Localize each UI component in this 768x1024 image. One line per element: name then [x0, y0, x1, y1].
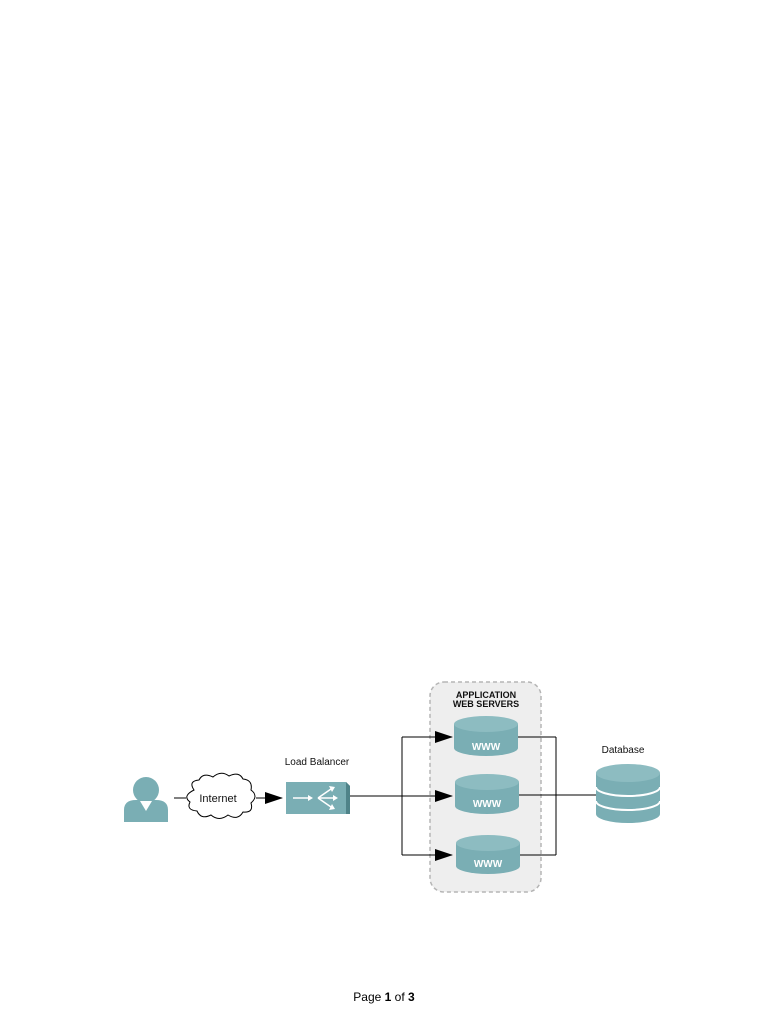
database-label: Database — [602, 745, 645, 756]
web-server-1: WWW — [454, 716, 518, 756]
edges-load-balancer-servers — [350, 731, 453, 861]
web-server-3-label: WWW — [474, 859, 503, 870]
current-page-number: 1 — [384, 990, 392, 1004]
web-server-2: WWW — [455, 774, 519, 814]
load-balancer-icon — [286, 782, 350, 814]
load-balancer-label: Load Balancer — [285, 757, 350, 768]
total-pages-number: 3 — [408, 990, 415, 1004]
cloud-icon: Internet — [186, 772, 256, 819]
user-icon — [124, 777, 168, 822]
web-server-2-label: WWW — [473, 799, 502, 810]
web-servers-group-label-1: APPLICATION — [456, 690, 516, 700]
page-number-footer: Page 1 of 3 — [0, 990, 768, 1004]
database-icon — [595, 764, 661, 823]
edges-servers-database — [518, 736, 596, 856]
web-server-3: WWW — [456, 835, 520, 874]
page-label: Page — [353, 990, 382, 1004]
internet-label: Internet — [199, 793, 236, 805]
web-servers-group-label-2: WEB SERVERS — [453, 699, 519, 709]
page-of-label: of — [394, 990, 405, 1004]
web-server-1-label: WWW — [472, 742, 501, 753]
